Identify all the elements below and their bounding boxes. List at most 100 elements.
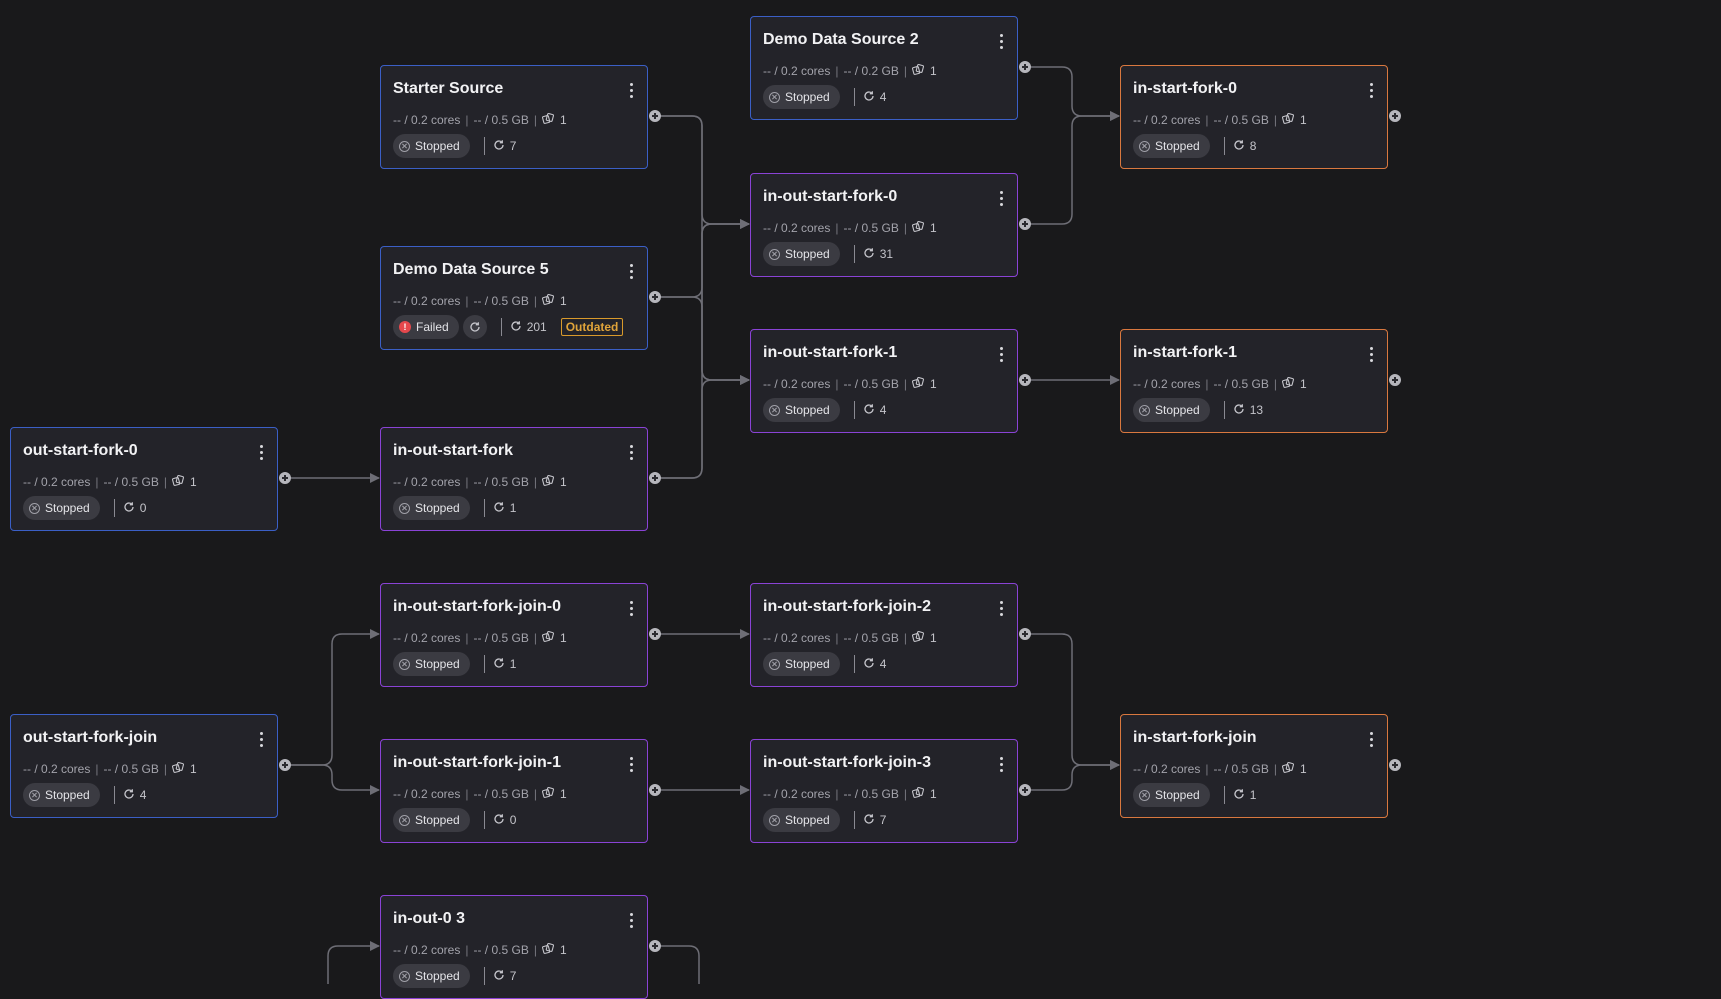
memory-usage: -- / 0.2 GB	[843, 63, 899, 78]
stopped-circle-x-icon	[769, 404, 780, 416]
status-badge: Stopped	[763, 242, 840, 266]
output-handle-icon[interactable]	[1389, 374, 1401, 386]
output-handle-icon[interactable]	[279, 472, 291, 484]
kebab-menu-icon[interactable]	[627, 910, 635, 930]
kebab-menu-icon[interactable]	[627, 598, 635, 618]
node-title: in-start-fork-0	[1133, 80, 1238, 97]
kebab-menu-icon[interactable]	[627, 80, 635, 100]
service-node[interactable]: in-out-start-fork-- / 0.2 cores|-- / 0.5…	[380, 427, 648, 531]
separator: |	[533, 293, 537, 308]
restart-icon	[1233, 139, 1245, 154]
restart-value: 7	[509, 139, 517, 153]
replicas: 1	[541, 112, 567, 127]
memory-usage: -- / 0.5 GB	[843, 630, 899, 645]
status-badge: Stopped	[393, 496, 470, 520]
restart-count: 1	[1233, 788, 1256, 803]
output-handle-icon[interactable]	[1019, 784, 1031, 796]
node-title: Demo Data Source 2	[763, 31, 919, 48]
divider	[483, 655, 485, 673]
service-node[interactable]: Demo Data Source 5-- / 0.2 cores|-- / 0.…	[380, 246, 648, 350]
restart-value: 4	[139, 788, 147, 802]
node-title: in-out-start-fork-join-3	[763, 754, 931, 771]
kebab-menu-icon[interactable]	[997, 598, 1005, 618]
kebab-menu-icon[interactable]	[1367, 729, 1375, 749]
output-handle-icon[interactable]	[649, 784, 661, 796]
stopped-circle-x-icon	[769, 91, 780, 103]
separator: |	[903, 63, 907, 78]
service-node[interactable]: in-out-start-fork-join-2-- / 0.2 cores|-…	[750, 583, 1018, 687]
service-node[interactable]: in-out-start-fork-join-1-- / 0.2 cores|-…	[380, 739, 648, 843]
kebab-menu-icon[interactable]	[627, 442, 635, 462]
kebab-menu-icon[interactable]	[997, 754, 1005, 774]
replica-count: 1	[559, 474, 567, 489]
restart-value: 31	[879, 247, 894, 261]
cpu-usage: -- / 0.2 cores	[393, 786, 461, 801]
restart-icon	[510, 320, 522, 335]
kebab-menu-icon[interactable]	[627, 754, 635, 774]
output-handle-icon[interactable]	[649, 628, 661, 640]
kebab-menu-icon[interactable]	[997, 344, 1005, 364]
output-handle-icon[interactable]	[1389, 759, 1401, 771]
node-resources: -- / 0.2 cores|-- / 0.5 GB|1	[763, 630, 937, 645]
restart-count: 4	[123, 788, 147, 803]
service-node[interactable]: in-out-start-fork-1-- / 0.2 cores|-- / 0…	[750, 329, 1018, 433]
stopped-circle-x-icon	[769, 814, 780, 826]
retry-icon[interactable]	[462, 315, 487, 339]
divider	[853, 245, 855, 263]
kebab-menu-icon[interactable]	[257, 729, 265, 749]
divider	[483, 967, 485, 985]
service-node[interactable]: in-out-start-fork-0-- / 0.2 cores|-- / 0…	[750, 173, 1018, 277]
output-handle-icon[interactable]	[1019, 628, 1031, 640]
restart-icon	[863, 90, 875, 105]
separator: |	[1205, 376, 1209, 391]
node-title: in-out-0 3	[393, 910, 465, 927]
output-handle-icon[interactable]	[649, 291, 661, 303]
kebab-menu-icon[interactable]	[997, 31, 1005, 51]
separator: |	[163, 474, 167, 489]
status-label: Stopped	[1155, 788, 1200, 802]
restart-icon	[123, 788, 135, 803]
stopped-circle-x-icon	[399, 502, 410, 514]
output-handle-icon[interactable]	[279, 759, 291, 771]
kebab-menu-icon[interactable]	[1367, 344, 1375, 364]
status-badge: Stopped	[763, 85, 840, 109]
service-node[interactable]: out-start-fork-0-- / 0.2 cores|-- / 0.5 …	[10, 427, 278, 531]
service-node[interactable]: in-out-start-fork-join-0-- / 0.2 cores|-…	[380, 583, 648, 687]
output-handle-icon[interactable]	[649, 472, 661, 484]
kebab-menu-icon[interactable]	[1367, 80, 1375, 100]
edge-connector	[285, 629, 380, 766]
restart-value: 201	[526, 320, 547, 334]
output-handle-icon[interactable]	[649, 110, 661, 122]
service-node[interactable]: Demo Data Source 2-- / 0.2 cores|-- / 0.…	[750, 16, 1018, 120]
output-handle-icon[interactable]	[649, 940, 661, 952]
restart-value: 7	[509, 969, 517, 983]
divider	[113, 786, 115, 804]
service-node[interactable]: in-start-fork-1-- / 0.2 cores|-- / 0.5 G…	[1120, 329, 1388, 433]
kebab-menu-icon[interactable]	[257, 442, 265, 462]
replicas: 1	[911, 630, 937, 645]
kebab-menu-icon[interactable]	[997, 188, 1005, 208]
status-badge: !Failed	[393, 315, 459, 339]
output-handle-icon[interactable]	[1389, 110, 1401, 122]
kebab-menu-icon[interactable]	[627, 261, 635, 281]
edge-connector	[1025, 66, 1120, 121]
service-node[interactable]: in-start-fork-0-- / 0.2 cores|-- / 0.5 G…	[1120, 65, 1388, 169]
separator: |	[835, 63, 839, 78]
service-node[interactable]: Starter Source-- / 0.2 cores|-- / 0.5 GB…	[380, 65, 648, 169]
service-node[interactable]: in-start-fork-join-- / 0.2 cores|-- / 0.…	[1120, 714, 1388, 818]
service-node[interactable]: in-out-start-fork-join-3-- / 0.2 cores|-…	[750, 739, 1018, 843]
service-node[interactable]: out-start-fork-join-- / 0.2 cores|-- / 0…	[10, 714, 278, 818]
memory-usage: -- / 0.5 GB	[843, 220, 899, 235]
output-handle-icon[interactable]	[1019, 374, 1031, 386]
memory-usage: -- / 0.5 GB	[473, 942, 529, 957]
status-label: Stopped	[415, 813, 460, 827]
output-handle-icon[interactable]	[1019, 218, 1031, 230]
separator: |	[903, 376, 907, 391]
output-handle-icon[interactable]	[1019, 61, 1031, 73]
